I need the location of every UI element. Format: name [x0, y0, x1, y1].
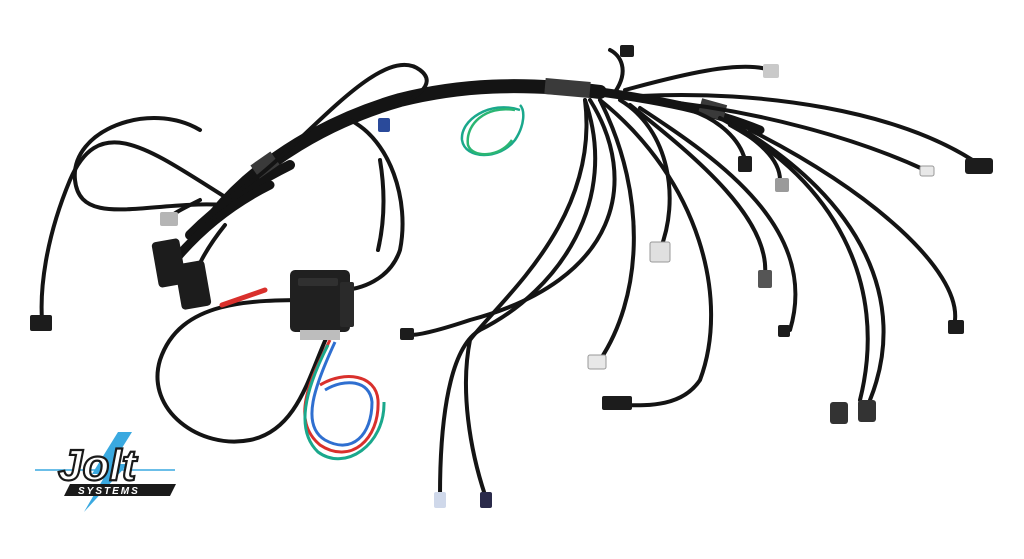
ecu-connectors — [151, 238, 212, 310]
relay-box — [290, 270, 354, 340]
brand-logo: Jolt SYSTEMS — [35, 432, 176, 512]
red-fuse-lead — [219, 287, 268, 308]
colored-wire-loop — [303, 339, 386, 461]
logo-sub-text: SYSTEMS — [78, 486, 140, 497]
branch-wires — [39, 48, 982, 497]
small-connectors — [30, 45, 993, 508]
logo-subbanner: SYSTEMS — [64, 484, 176, 497]
logo-brand-text: Jolt — [58, 441, 139, 490]
green-wire-loop — [460, 104, 525, 157]
